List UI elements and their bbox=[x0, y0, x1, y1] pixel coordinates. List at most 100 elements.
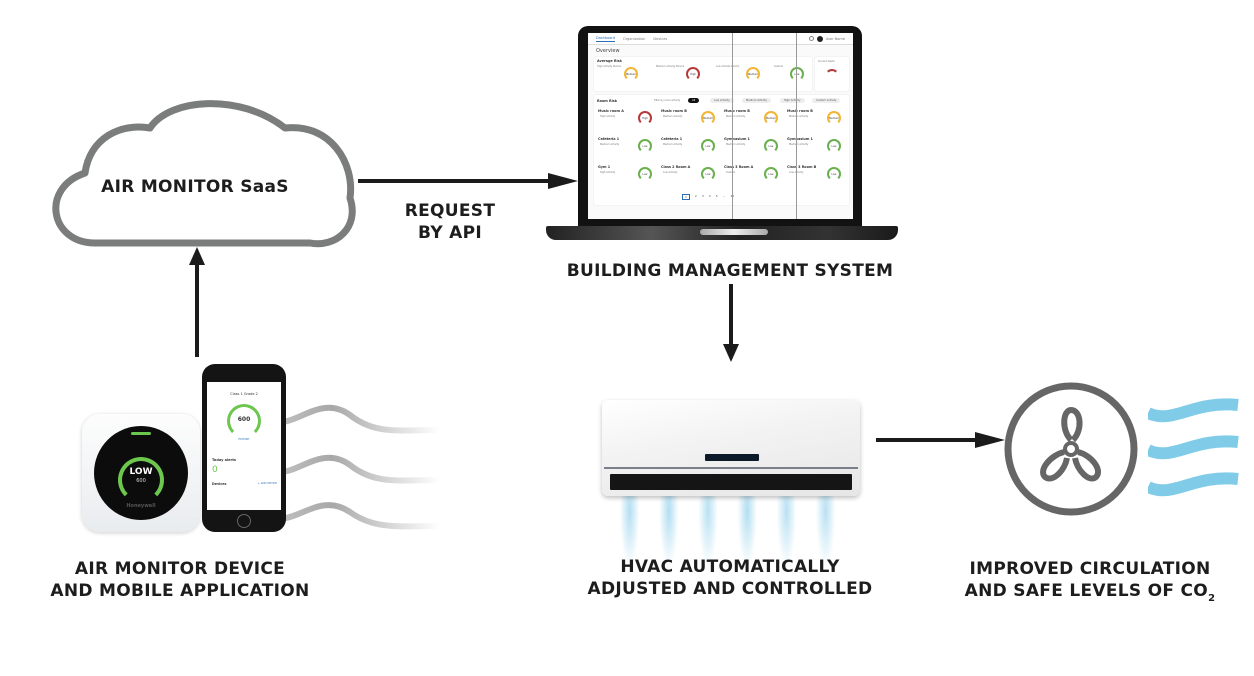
page-4[interactable]: 4 bbox=[708, 194, 711, 198]
room-risk-label: Room Risk bbox=[597, 99, 618, 103]
risk-card-name: Medium Activity Rooms bbox=[656, 65, 685, 68]
risk-gauge: Medium bbox=[624, 67, 638, 81]
room-risk-gauge: Low bbox=[827, 167, 841, 181]
circulation-label: IMPROVED CIRCULATION AND SAFE LEVELS OF … bbox=[945, 558, 1235, 610]
page-3[interactable]: 3 bbox=[701, 194, 704, 198]
hvac-label-line2: ADJUSTED AND CONTROLLED bbox=[587, 579, 873, 599]
room-name[interactable]: Music room B bbox=[724, 109, 750, 113]
hvac-label-line1: HVAC AUTOMATICALLY bbox=[620, 557, 840, 577]
circulation-label-line2: AND SAFE LEVELS OF CO2 bbox=[945, 580, 1235, 610]
co2-subscript: 2 bbox=[1208, 593, 1216, 604]
request-label: REQUEST BY API bbox=[385, 200, 515, 244]
bms-dashboard: Dashboard Organization Devices User Name… bbox=[588, 33, 853, 219]
circulation-label-line1: IMPROVED CIRCULATION bbox=[969, 559, 1211, 579]
room-activity: Medium Activity bbox=[789, 115, 809, 118]
hvac-display bbox=[705, 454, 759, 461]
hvac-label: HVAC AUTOMATICALLY ADJUSTED AND CONTROLL… bbox=[560, 556, 900, 600]
filter-all[interactable]: All bbox=[688, 98, 700, 103]
phone-gauge bbox=[227, 404, 261, 438]
room-risk-gauge: High bbox=[638, 111, 652, 125]
room-risk-gauge: Medium bbox=[764, 111, 778, 125]
device-label-line2: AND MOBILE APPLICATION bbox=[50, 581, 310, 601]
room-risk-gauge: Low bbox=[638, 167, 652, 181]
room-risk-card: Room Risk Filter by room activity All Lo… bbox=[594, 95, 849, 205]
risk-card-name: Custom bbox=[774, 65, 784, 68]
room-name[interactable]: Gym 1 bbox=[598, 165, 611, 169]
overview-title: Overview bbox=[596, 48, 620, 54]
room-name[interactable]: Cafeteria 1 bbox=[661, 137, 683, 141]
mobile-app-screen: Class 1 Grade 2 600 HISTORY Today alerts… bbox=[207, 382, 281, 510]
room-name[interactable]: Class 2 Room A bbox=[661, 165, 691, 169]
average-risk-label: Average Risk bbox=[597, 59, 622, 63]
hvac-stripe bbox=[604, 467, 858, 469]
help-icon[interactable] bbox=[808, 36, 814, 41]
add-device-button[interactable]: + ADD DEVICE bbox=[257, 482, 277, 485]
filter-high[interactable]: High Activity bbox=[780, 98, 805, 103]
request-label-line1: REQUEST bbox=[404, 201, 496, 221]
circulation-label-text: AND SAFE LEVELS OF CO bbox=[964, 581, 1209, 601]
device-ppm: 600 bbox=[136, 478, 146, 484]
room-name[interactable]: Music room A bbox=[598, 109, 624, 113]
device-brand: Honeywell bbox=[126, 503, 156, 509]
room-activity: High Activity bbox=[600, 171, 616, 174]
alerts-gauge bbox=[825, 69, 839, 83]
home-button bbox=[237, 514, 251, 528]
devices-label: Devices bbox=[212, 482, 227, 486]
room-name[interactable]: Cafeteria 1 bbox=[598, 137, 620, 141]
circulation-arrow bbox=[876, 438, 976, 442]
room-risk-gauge: Low bbox=[701, 167, 715, 181]
room-name[interactable]: Gymnasium 1 bbox=[724, 137, 750, 141]
risk-gauge: Low bbox=[790, 67, 804, 81]
room-name[interactable]: Class 3 Room A bbox=[724, 165, 754, 169]
device-label: AIR MONITOR DEVICE AND MOBILE APPLICATIO… bbox=[20, 558, 340, 602]
laptop-notch bbox=[700, 229, 768, 235]
device-gauge bbox=[118, 457, 164, 503]
pagination: 1 2 3 4 5 ... 20 bbox=[682, 194, 734, 200]
today-alerts-count: 0 bbox=[212, 465, 218, 475]
room-activity: Low Activity bbox=[663, 171, 678, 174]
risk-gauge: High bbox=[686, 67, 700, 81]
history-link[interactable]: HISTORY bbox=[238, 438, 250, 441]
room-name[interactable]: Gymnasium 1 bbox=[787, 137, 813, 141]
room-activity: Medium Activity bbox=[600, 143, 620, 146]
phone-room-title: Class 1 Grade 2 bbox=[230, 392, 258, 396]
filter-medium[interactable]: Medium Activity bbox=[742, 98, 771, 103]
room-risk-gauge: Low bbox=[764, 139, 778, 153]
room-risk-gauge: Medium bbox=[701, 111, 715, 125]
control-arrow bbox=[729, 284, 733, 346]
signal-waves-icon bbox=[260, 404, 440, 530]
arrow-head-icon bbox=[723, 344, 739, 362]
page-1[interactable]: 1 bbox=[682, 194, 690, 200]
room-activity: Medium Activity bbox=[726, 115, 746, 118]
filter-label: Filter by room activity bbox=[654, 99, 681, 102]
room-activity: High Activity bbox=[600, 115, 616, 118]
room-name[interactable]: Music room B bbox=[661, 109, 687, 113]
room-risk-gauge: Low bbox=[638, 139, 652, 153]
page-2[interactable]: 2 bbox=[694, 194, 697, 198]
tab-devices[interactable]: Devices bbox=[653, 36, 668, 41]
room-name[interactable]: Music room B bbox=[787, 109, 813, 113]
room-risk-gauge: Low bbox=[701, 139, 715, 153]
risk-gauge: Medium bbox=[746, 67, 760, 81]
request-label-line2: BY API bbox=[418, 223, 482, 243]
divider bbox=[796, 33, 797, 219]
fan-icon bbox=[1004, 382, 1138, 516]
page-ellipsis: ... bbox=[722, 194, 726, 198]
cool-air-flow bbox=[610, 494, 855, 664]
device-status: LOW bbox=[129, 467, 153, 477]
current-alerts-card: Current Alerts bbox=[815, 57, 849, 91]
room-name[interactable]: Class 3 Room B bbox=[787, 165, 817, 169]
request-arrow bbox=[358, 179, 550, 183]
page-5[interactable]: 5 bbox=[715, 194, 718, 198]
tab-organization[interactable]: Organization bbox=[623, 36, 646, 41]
tab-dashboard[interactable]: Dashboard bbox=[596, 35, 615, 42]
filter-low[interactable]: Low Activity bbox=[710, 98, 734, 103]
divider bbox=[732, 33, 733, 219]
filter-custom[interactable]: Custom Activity bbox=[812, 98, 841, 103]
avatar[interactable] bbox=[816, 35, 823, 42]
room-risk-gauge: Low bbox=[764, 167, 778, 181]
upload-arrow bbox=[195, 262, 199, 357]
room-activity: Medium Activity bbox=[789, 143, 809, 146]
room-activity: Medium Activity bbox=[663, 143, 683, 146]
airflow-waves-icon bbox=[1148, 398, 1239, 497]
